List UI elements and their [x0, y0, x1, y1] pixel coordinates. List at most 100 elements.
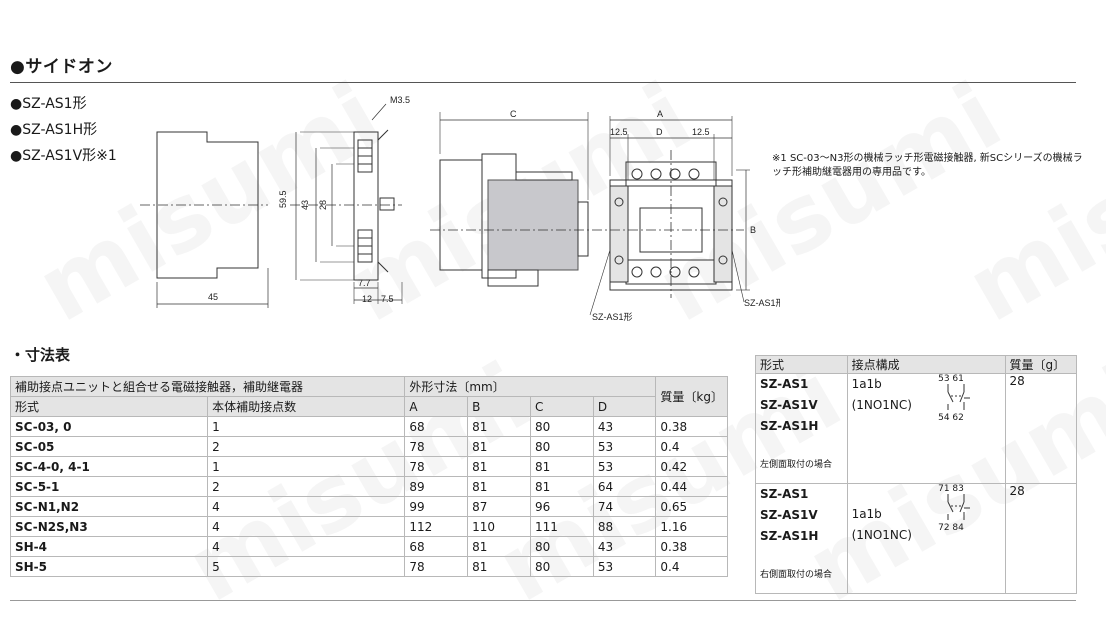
section-title: ●サイドオン — [10, 57, 113, 77]
model-name: SZ-AS1 — [760, 487, 809, 501]
cell-contacts: 4 — [207, 536, 406, 557]
cell-contacts: 4 — [207, 496, 406, 517]
header-c: C — [529, 396, 594, 417]
table-row: SC-N1,N2 4 99 87 96 74 0.65 — [9, 496, 728, 517]
dim-45: 45 — [208, 292, 218, 302]
cell-model: SC-05 — [9, 436, 209, 457]
cell-d: 74 — [592, 496, 657, 517]
cell-model: SH-5 — [9, 556, 209, 577]
dim-c: C — [510, 109, 517, 119]
cell-mass: 0.44 — [655, 476, 728, 497]
cell-d: 43 — [592, 416, 657, 437]
bottom-divider — [10, 600, 1076, 601]
cell-c: 111 — [529, 516, 594, 537]
footnote-text: SC-03〜N3形の機械ラッチ形電磁接触器, 新SCシリーズの機械ラッチ形補助継… — [772, 153, 1083, 178]
cell-b: 87 — [467, 496, 531, 517]
config-value: 1a1b — [851, 377, 882, 391]
cell-mass: 0.4 — [655, 436, 728, 457]
dim-12-5-left: 12.5 — [610, 127, 628, 137]
cell-mass: 0.42 — [655, 456, 728, 477]
cell-model: SC-03, 0 — [9, 416, 209, 437]
model-name: SZ-AS1 — [760, 377, 809, 391]
contact-group: SZ-AS1 SZ-AS1V SZ-AS1H 左側面取付の場合 1a1b (1N… — [755, 373, 1078, 484]
terminal-numbers-top: 53 61 — [938, 374, 964, 384]
watermark: misumi — [950, 62, 1106, 343]
header-mass: 質量〔g〕 — [1004, 355, 1078, 374]
table-header-row: 補助接点ユニットと組合せる電磁接触器，補助継電器 外形寸法〔mm〕 質量〔kg〕 — [9, 376, 728, 417]
cell-a: 68 — [404, 536, 469, 557]
dim-d: D — [656, 127, 663, 137]
config-value: (1NO1NC) — [851, 528, 912, 542]
model-sz-as1h: ●SZ-AS1H形 — [10, 122, 98, 138]
cell-b: 81 — [467, 476, 531, 497]
title-divider — [10, 82, 1076, 83]
model-sz-as1: ●SZ-AS1形 — [10, 96, 87, 112]
header-d: D — [592, 396, 657, 417]
cell-b: 110 — [467, 516, 531, 537]
terminal-numbers-bottom: 72 84 — [938, 523, 964, 533]
dim-12: 12 — [362, 294, 372, 304]
cell-contacts: 2 — [207, 436, 406, 457]
cell-b: 81 — [467, 456, 531, 477]
config-value: 1a1b — [851, 507, 882, 521]
cell-d: 53 — [592, 436, 657, 457]
contact-symbol: 71 83 72 84 — [934, 483, 1006, 594]
table-row: SC-05 2 78 81 80 53 0.4 — [9, 436, 728, 457]
cell-a: 99 — [404, 496, 469, 517]
group-models: SZ-AS1 SZ-AS1V SZ-AS1H 右側面取付の場合 — [755, 483, 848, 594]
group-models: SZ-AS1 SZ-AS1V SZ-AS1H 左側面取付の場合 — [755, 373, 848, 484]
cell-a: 78 — [404, 556, 469, 577]
dim-a: A — [657, 109, 663, 119]
cell-contacts: 4 — [207, 516, 406, 537]
cell-contacts: 2 — [207, 476, 406, 497]
cell-b: 81 — [467, 416, 531, 437]
contact-symbol-icon — [947, 494, 971, 520]
cell-c: 81 — [529, 476, 594, 497]
footnote-marker: ※1 — [772, 153, 787, 164]
contact-table-header: 形式 接点構成 質量〔g〕 — [755, 355, 1078, 374]
cell-mass: 0.38 — [655, 416, 728, 437]
cell-a: 89 — [404, 476, 469, 497]
cell-model: SC-N2S,N3 — [9, 516, 209, 537]
cell-contacts: 1 — [207, 416, 406, 437]
table-row: SC-5-1 2 89 81 81 64 0.44 — [9, 476, 728, 497]
header-contacts: 本体補助接点数 — [207, 396, 406, 417]
cell-d: 43 — [592, 536, 657, 557]
cell-a: 78 — [404, 436, 469, 457]
dim-b: B — [750, 225, 756, 235]
config-value: (1NO1NC) — [851, 398, 912, 412]
cell-model: SC-4-0, 4-1 — [9, 456, 209, 477]
dimension-drawing: 45 59.5 43 28 M3.5 7.7 12 7.5 C A 12.5 D… — [140, 95, 780, 322]
cell-a: 68 — [404, 416, 469, 437]
group-config: 1a1b (1NO1NC) — [846, 373, 935, 484]
dim-12-5-right: 12.5 — [692, 127, 710, 137]
table-row: SH-5 5 78 81 80 53 0.4 — [9, 556, 728, 577]
cell-d: 53 — [592, 456, 657, 477]
table-row: SC-03, 0 1 68 81 80 43 0.38 — [9, 416, 728, 437]
group-config: 1a1b (1NO1NC) — [846, 483, 935, 594]
table-row: SC-N2S,N3 4 112 110 111 88 1.16 — [9, 516, 728, 537]
dim-7-7: 7.7 — [358, 278, 371, 288]
cell-contacts: 5 — [207, 556, 406, 577]
footnote: ※1 SC-03〜N3形の機械ラッチ形電磁接触器, 新SCシリーズの機械ラッチ形… — [772, 152, 1092, 180]
cell-contacts: 1 — [207, 456, 406, 477]
model-name: SZ-AS1H — [760, 419, 819, 433]
side-view-body — [353, 131, 379, 281]
cell-model: SH-4 — [9, 536, 209, 557]
cell-a: 112 — [404, 516, 469, 537]
table-row: SH-4 4 68 81 80 43 0.38 — [9, 536, 728, 557]
cell-c: 81 — [529, 456, 594, 477]
cell-c: 80 — [529, 436, 594, 457]
model-sz-as1v: ●SZ-AS1V形※1 — [10, 148, 117, 164]
dimension-table: 補助接点ユニットと組合せる電磁接触器，補助継電器 外形寸法〔mm〕 質量〔kg〕… — [9, 376, 728, 577]
mount-note: 左側面取付の場合 — [760, 460, 833, 470]
header-config: 接点構成 — [846, 355, 1006, 374]
header-model: 形式 — [755, 355, 848, 374]
front-view-outline — [156, 131, 259, 279]
model-name: SZ-AS1H — [760, 529, 819, 543]
cell-b: 81 — [467, 536, 531, 557]
model-name: SZ-AS1V — [760, 508, 818, 522]
group-mass: 28 — [1004, 373, 1078, 484]
contact-symbol: 53 61 54 62 — [934, 373, 1006, 484]
contact-symbol-icon — [947, 384, 971, 410]
